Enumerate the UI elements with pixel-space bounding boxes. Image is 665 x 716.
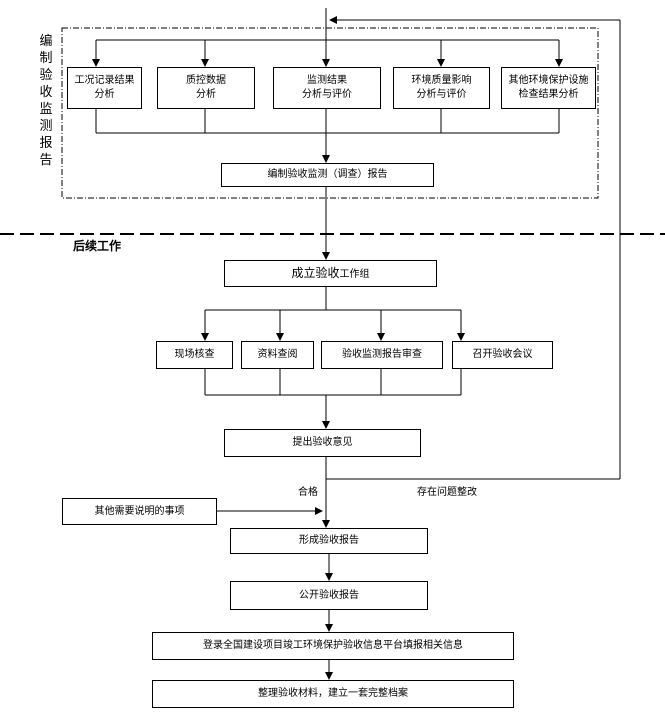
box-line: 登录全国建设项目竣工环境保护验收信息平台填报相关信息	[203, 640, 463, 651]
section-label-compile-report: 编制验收监测报告	[39, 34, 53, 168]
box-site-check: 现场核查	[156, 341, 233, 369]
box-work-group: 成立验收工作组	[224, 260, 437, 287]
box-line: 环境质量影响	[411, 75, 472, 86]
box-other-facilities-analysis: 其他环境保护设施 检查结果分析	[501, 67, 596, 109]
box-qc-data-analysis: 质控数据 分析	[157, 67, 255, 109]
box-line: 整理验收材料，建立一套完整档案	[258, 688, 408, 699]
box-archive: 整理验收材料，建立一套完整档案	[152, 680, 514, 708]
box-line: 质控数据	[186, 75, 226, 86]
box-line: 分析	[196, 89, 216, 100]
box-report-review: 验收监测报告审查	[321, 341, 443, 369]
box-acceptance-meeting: 召开验收会议	[452, 341, 553, 369]
box-line: 检查结果分析	[518, 89, 579, 100]
box-operating-record-analysis: 工况记录结果 分析	[67, 67, 142, 109]
work-group-suffix: 工作组	[339, 268, 370, 280]
box-line: 提出验收意见	[292, 437, 353, 448]
box-monitoring-result-analysis: 监测结果 分析与评价	[273, 67, 381, 109]
report-section-boundary	[61, 27, 599, 199]
box-line: 编制验收监测（调查）报告	[267, 169, 388, 180]
box-line: 分析与评价	[302, 89, 352, 100]
box-line: 工况记录结果	[74, 75, 135, 86]
box-line: 形成验收报告	[299, 535, 359, 546]
box-line: 召开验收会议	[472, 349, 533, 360]
box-line: 其他环境保护设施	[508, 75, 589, 86]
box-document-review: 资料查阅	[241, 341, 314, 369]
box-line: 分析与评价	[416, 89, 467, 100]
box-line: 其他需要说明的事项	[94, 505, 185, 517]
box-line: 监测结果	[307, 75, 347, 86]
box-environment-quality-analysis: 环境质量影响 分析与评价	[393, 67, 490, 109]
box-line: 成立验收工作组	[291, 266, 369, 282]
work-group-main: 成立验收	[291, 265, 340, 280]
label-rectification: 存在问题整改	[417, 487, 477, 498]
box-line: 验收监测报告审查	[342, 349, 422, 360]
box-platform-registration: 登录全国建设项目竣工环境保护验收信息平台填报相关信息	[152, 632, 514, 660]
label-pass: 合格	[298, 487, 318, 498]
box-line: 分析	[94, 89, 115, 100]
section-label-follow-up: 后续工作	[73, 239, 122, 253]
box-compile-report: 编制验收监测（调查）报告	[221, 163, 434, 187]
box-line: 资料查阅	[257, 349, 298, 360]
box-line: 现场核查	[174, 349, 215, 360]
box-form-report: 形成验收报告	[230, 528, 428, 554]
box-other-items: 其他需要说明的事项	[62, 498, 217, 525]
box-acceptance-opinion: 提出验收意见	[224, 429, 421, 457]
box-line: 公开验收报告	[299, 589, 359, 601]
box-publish-report: 公开验收报告	[230, 581, 428, 610]
